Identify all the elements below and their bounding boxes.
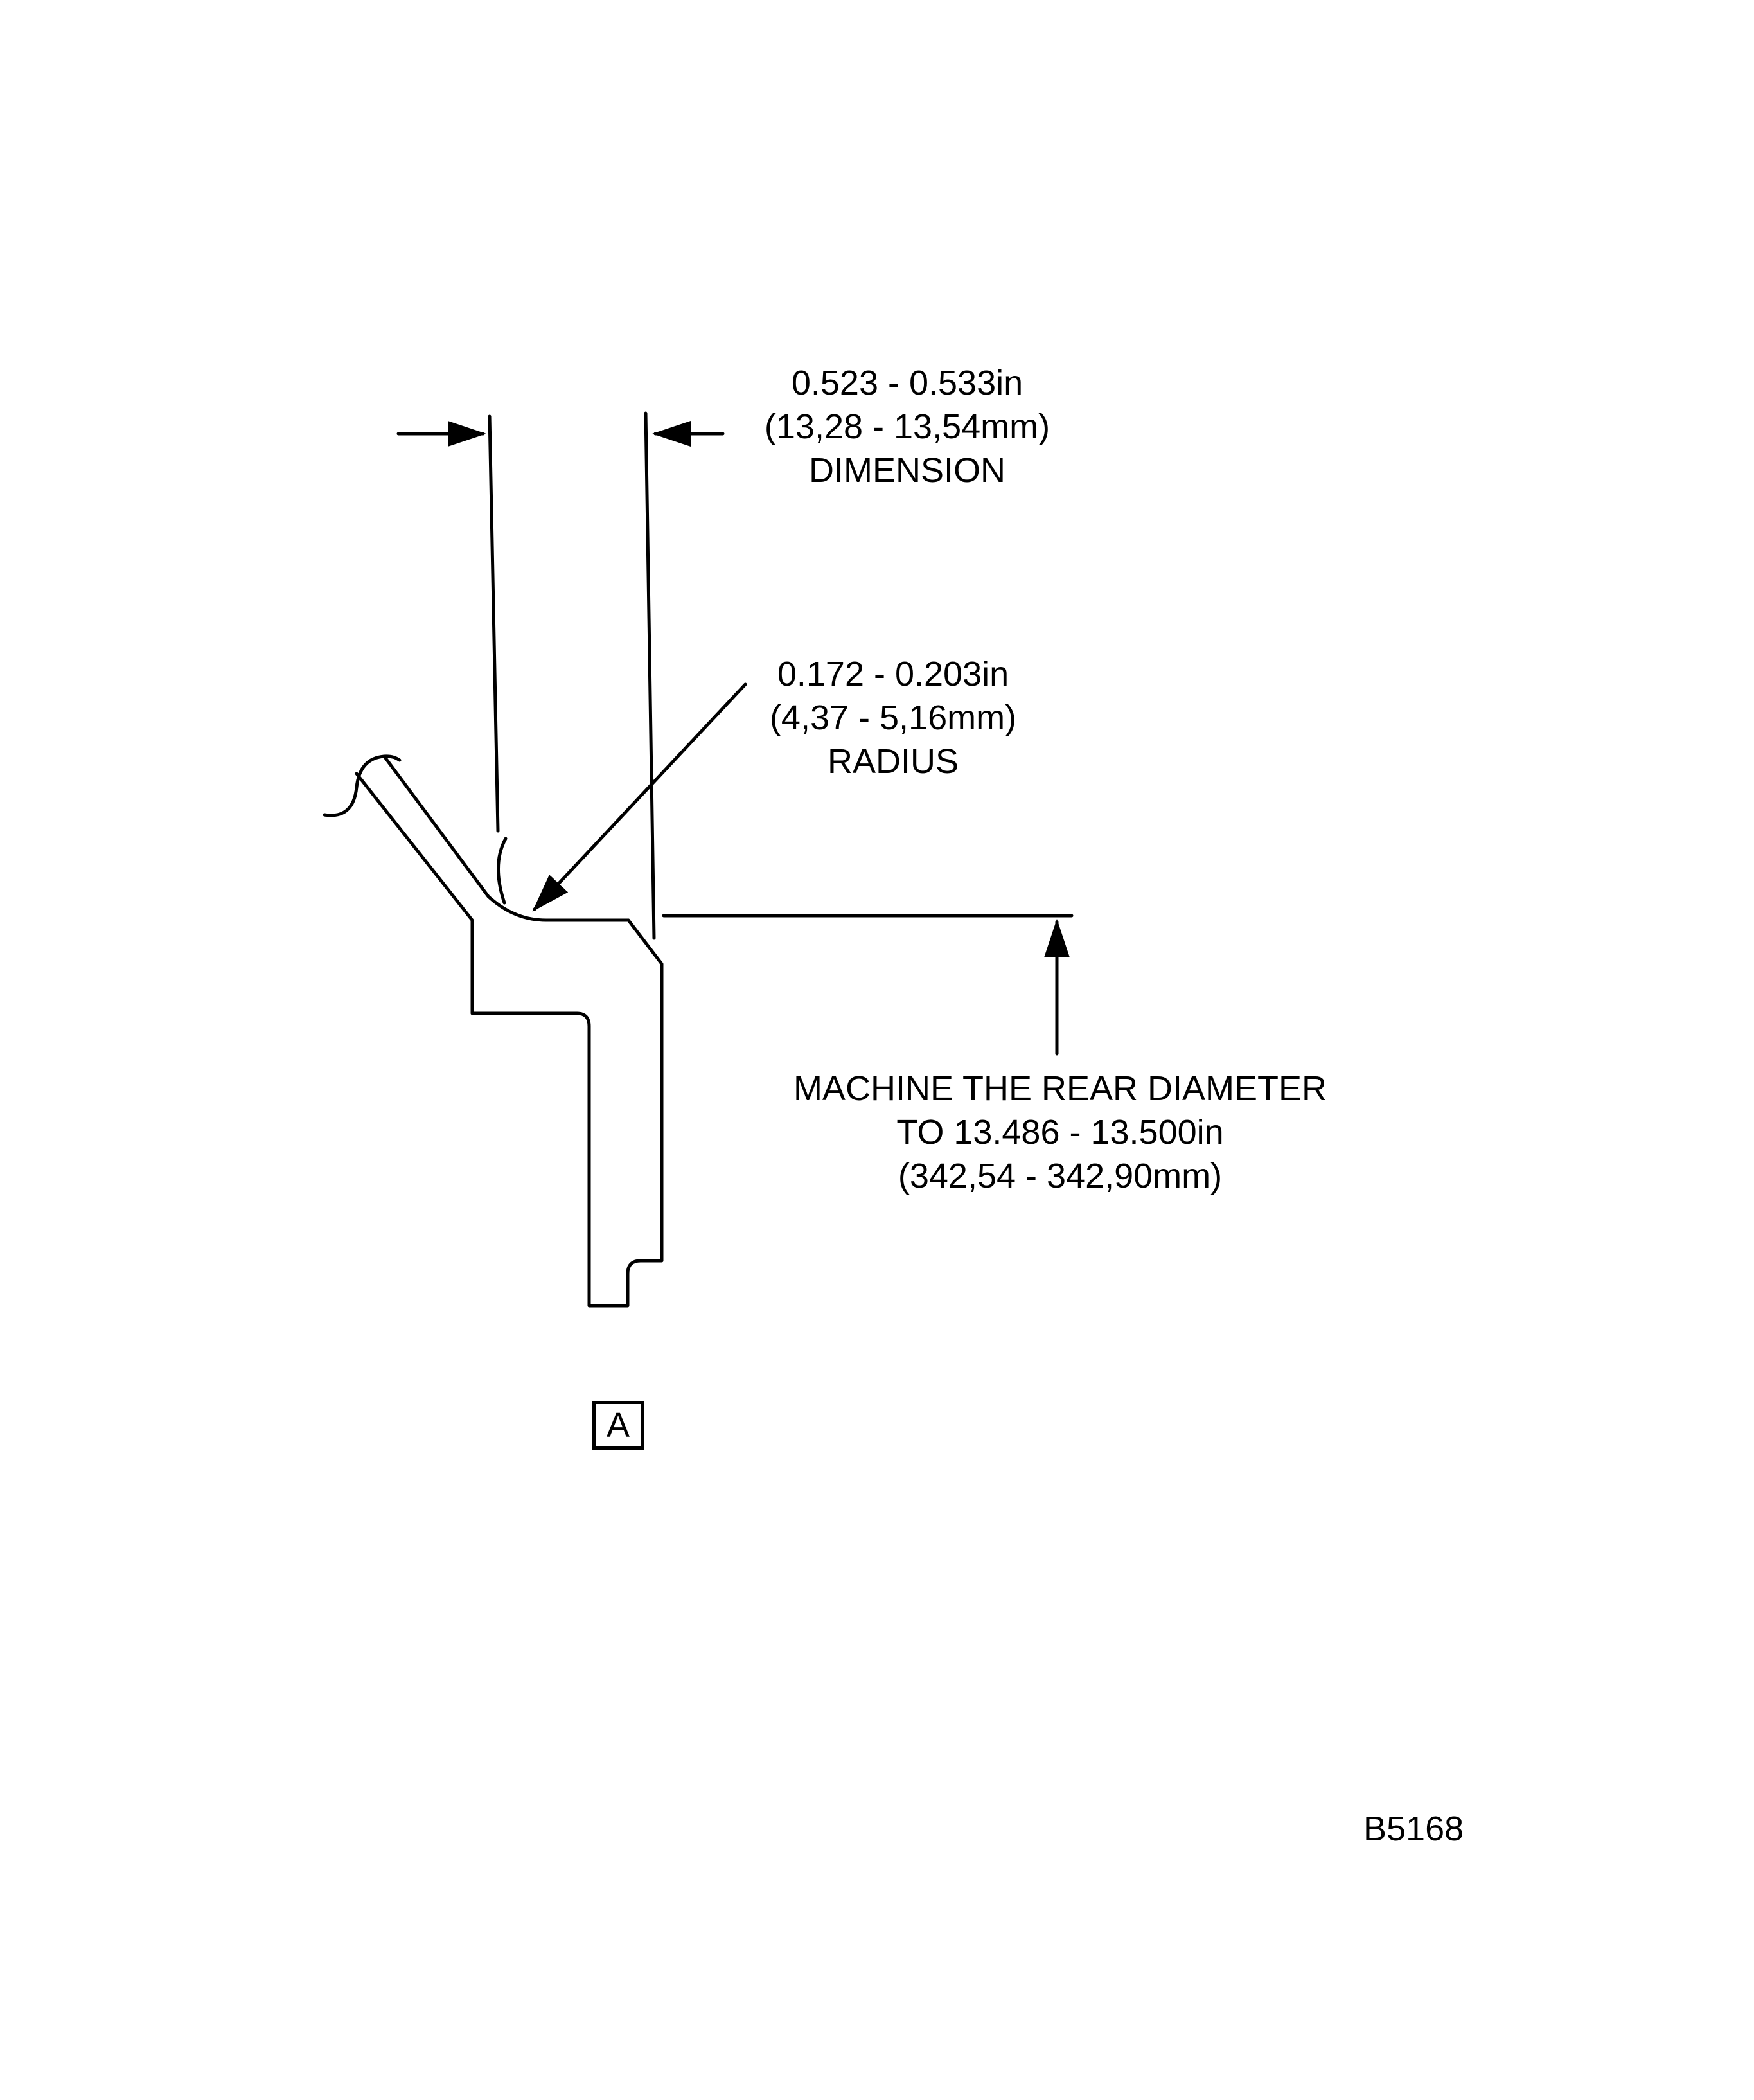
radius-leader-arrow [532, 682, 747, 912]
part-outline [355, 772, 664, 1308]
machine-callout: MACHINE THE REAR DIAMETER TO 13.486 - 13… [793, 1067, 1327, 1198]
machine-callout-line3: (342,54 - 342,90mm) [898, 1157, 1223, 1195]
dimension-callout-line3: DIMENSION [808, 451, 1006, 490]
dimension-callout-line1: 0.523 - 0.533in [791, 364, 1023, 402]
machine-callout-line2: TO 13.486 - 13.500in [896, 1113, 1224, 1152]
extension-line-left [488, 414, 500, 833]
view-label: A [606, 1406, 630, 1445]
dimension-callout-line2: (13,28 - 13,54mm) [764, 407, 1050, 446]
dimension-callout: 0.523 - 0.533in (13,28 - 13,54mm) DIMENS… [765, 361, 1050, 492]
break-line [323, 754, 402, 817]
radius-callout-line2: (4,37 - 5,16mm) [769, 699, 1017, 737]
radius-callout-line1: 0.172 - 0.203in [777, 655, 1009, 693]
extension-line-right [644, 411, 656, 940]
part-fillet-surface [382, 754, 630, 922]
radius-callout-line3: RADIUS [827, 742, 959, 781]
radius-callout: 0.172 - 0.203in (4,37 - 5,16mm) RADIUS [770, 652, 1016, 783]
radius-mark [496, 837, 508, 905]
machine-callout-line1: MACHINE THE REAR DIAMETER [793, 1069, 1327, 1108]
view-label-box: A [592, 1401, 644, 1450]
figure-id: B5168 [1363, 1810, 1464, 1848]
